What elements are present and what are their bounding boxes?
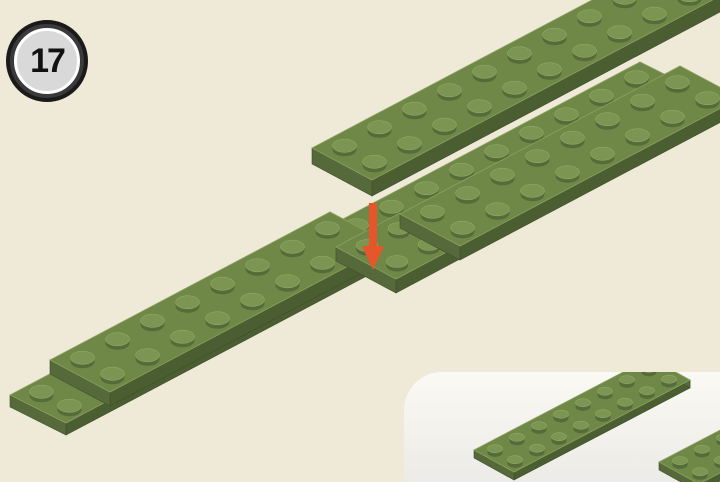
stud xyxy=(30,385,54,398)
stud xyxy=(415,182,439,195)
stud xyxy=(596,410,611,418)
stud xyxy=(421,205,445,218)
stud xyxy=(136,349,160,362)
stud xyxy=(521,184,545,197)
stud xyxy=(554,410,569,418)
stud xyxy=(555,108,579,121)
stud xyxy=(695,445,710,453)
stud xyxy=(532,422,547,430)
inset-bricks xyxy=(474,372,720,482)
stud xyxy=(456,187,480,200)
stud xyxy=(141,314,165,327)
stud xyxy=(626,129,650,142)
stud xyxy=(643,7,667,20)
stud xyxy=(486,203,510,216)
stud xyxy=(485,145,509,158)
stud xyxy=(578,10,602,23)
stud xyxy=(403,102,427,115)
stud xyxy=(640,387,655,395)
stud xyxy=(71,351,95,364)
stud xyxy=(608,26,632,39)
stud xyxy=(661,110,685,123)
next-step-inset xyxy=(404,372,720,482)
stud xyxy=(333,139,357,152)
inset-illustration xyxy=(404,372,720,482)
stud xyxy=(598,387,613,395)
stud xyxy=(574,421,589,429)
stud xyxy=(58,399,82,412)
stud xyxy=(673,457,688,465)
stud xyxy=(666,76,690,89)
stud xyxy=(368,121,392,134)
stud xyxy=(473,65,497,78)
stud xyxy=(526,150,550,163)
stud xyxy=(241,293,265,306)
stud xyxy=(510,433,525,441)
inset-plate-right xyxy=(659,405,720,482)
stud xyxy=(246,259,270,272)
stud xyxy=(206,312,230,325)
stud xyxy=(508,47,532,60)
stud xyxy=(488,445,503,453)
stud xyxy=(211,277,235,290)
stud xyxy=(631,94,655,107)
stud xyxy=(556,166,580,179)
stud xyxy=(386,256,408,268)
stud xyxy=(433,118,457,131)
stud xyxy=(276,275,300,288)
stud xyxy=(693,468,708,476)
stud xyxy=(625,71,649,84)
stud xyxy=(618,398,633,406)
inset-plate-left xyxy=(474,372,690,480)
stud xyxy=(363,155,387,168)
stud xyxy=(561,131,585,144)
arrow-shaft xyxy=(369,203,377,249)
stud xyxy=(538,63,562,76)
stud xyxy=(543,28,567,41)
stud xyxy=(590,89,614,102)
stud xyxy=(520,126,544,139)
stud xyxy=(398,137,422,150)
stud xyxy=(281,240,305,253)
stud xyxy=(101,367,125,380)
stud xyxy=(508,456,523,464)
stud xyxy=(576,399,591,407)
stud xyxy=(450,163,474,176)
stud xyxy=(503,81,527,94)
raised-plate-left xyxy=(50,212,390,406)
stud xyxy=(591,147,615,160)
stud xyxy=(171,330,195,343)
stud xyxy=(311,256,335,269)
stud xyxy=(468,100,492,113)
stud xyxy=(530,444,545,452)
stud xyxy=(106,333,130,346)
stud xyxy=(491,168,515,181)
stud xyxy=(620,376,635,384)
stud xyxy=(176,296,200,309)
stud xyxy=(451,221,475,234)
stud xyxy=(380,200,404,213)
stud xyxy=(596,113,620,126)
stud xyxy=(573,44,597,57)
stud xyxy=(696,92,720,105)
stud xyxy=(662,375,677,383)
stud xyxy=(552,433,567,441)
stud xyxy=(316,222,340,235)
plate-top-face xyxy=(50,212,390,392)
stud xyxy=(438,84,462,97)
